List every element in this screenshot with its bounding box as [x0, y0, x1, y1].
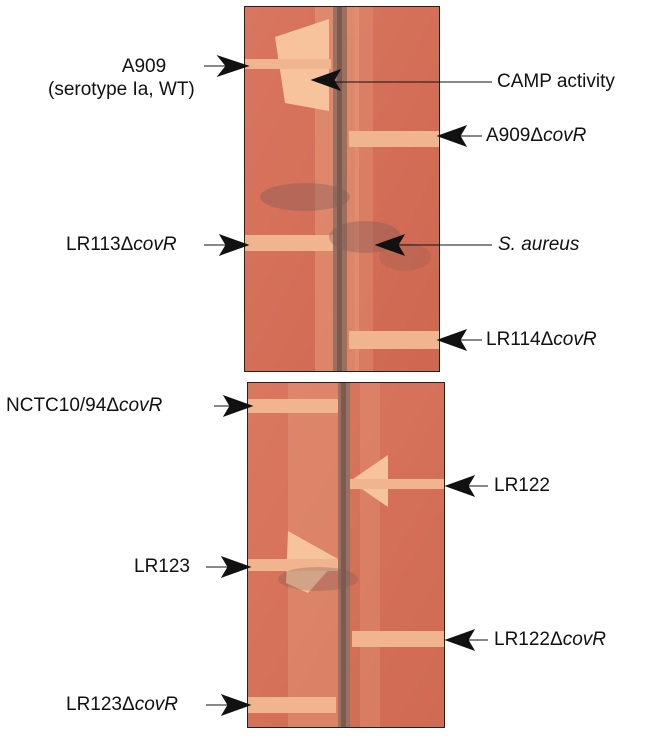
- lr123-streak: [248, 559, 338, 571]
- label-s-aureus: S. aureus: [498, 234, 580, 255]
- a909-covr-streak: [349, 131, 439, 147]
- gene-name: covR: [553, 329, 597, 350]
- label-a909-covr: A909ΔcovR: [486, 125, 587, 146]
- label-nctc-covr: NCTC10/94ΔcovR: [6, 395, 163, 416]
- nctc-covr-streak: [248, 399, 338, 413]
- arrow-icon: [374, 234, 406, 256]
- label-lr113-covr: LR113ΔcovR: [66, 234, 177, 255]
- arrow-icon: [310, 69, 342, 91]
- arrow-icon: [444, 475, 476, 497]
- arrow-icon: [220, 694, 252, 716]
- arrow-icon: [436, 329, 468, 351]
- label-a909: A909: [121, 56, 167, 77]
- label-a909-serotype: (serotype Ia, WT): [48, 79, 195, 100]
- lr113-covr-streak: [245, 235, 333, 251]
- top-agar-plate-panel: [244, 6, 440, 372]
- arrow-icon: [218, 234, 250, 256]
- arrow-icon: [220, 556, 252, 578]
- lr114-covr-streak: [349, 331, 439, 349]
- bottom-agar-plate-panel: [247, 382, 445, 728]
- label-lr123-covr: LR123ΔcovR: [66, 694, 178, 715]
- gene-name: covR: [119, 395, 163, 416]
- arrow-icon: [436, 125, 468, 147]
- label-lr123: LR123: [134, 556, 190, 577]
- smudge: [260, 183, 350, 211]
- label-lr114-covr: LR114ΔcovR: [486, 329, 597, 350]
- label-lr122: LR122: [494, 475, 550, 496]
- label-camp-activity: CAMP activity: [497, 71, 615, 92]
- arrow-icon: [222, 395, 254, 417]
- gene-name: covR: [543, 125, 587, 146]
- a909-streak: [245, 59, 331, 69]
- lr122-covr-streak: [352, 631, 444, 647]
- gene-name: covR: [134, 694, 178, 715]
- top-agar-plate-image: [245, 7, 439, 371]
- gene-name: covR: [562, 629, 606, 650]
- lr122-streak: [350, 479, 444, 489]
- bottom-agar-plate-image: [248, 383, 444, 727]
- arrow-icon: [444, 629, 476, 651]
- lr123-covr-streak: [248, 697, 336, 713]
- label-lr122-covr: LR122ΔcovR: [494, 629, 606, 650]
- arrow-icon: [216, 54, 250, 78]
- gene-name: covR: [133, 234, 177, 255]
